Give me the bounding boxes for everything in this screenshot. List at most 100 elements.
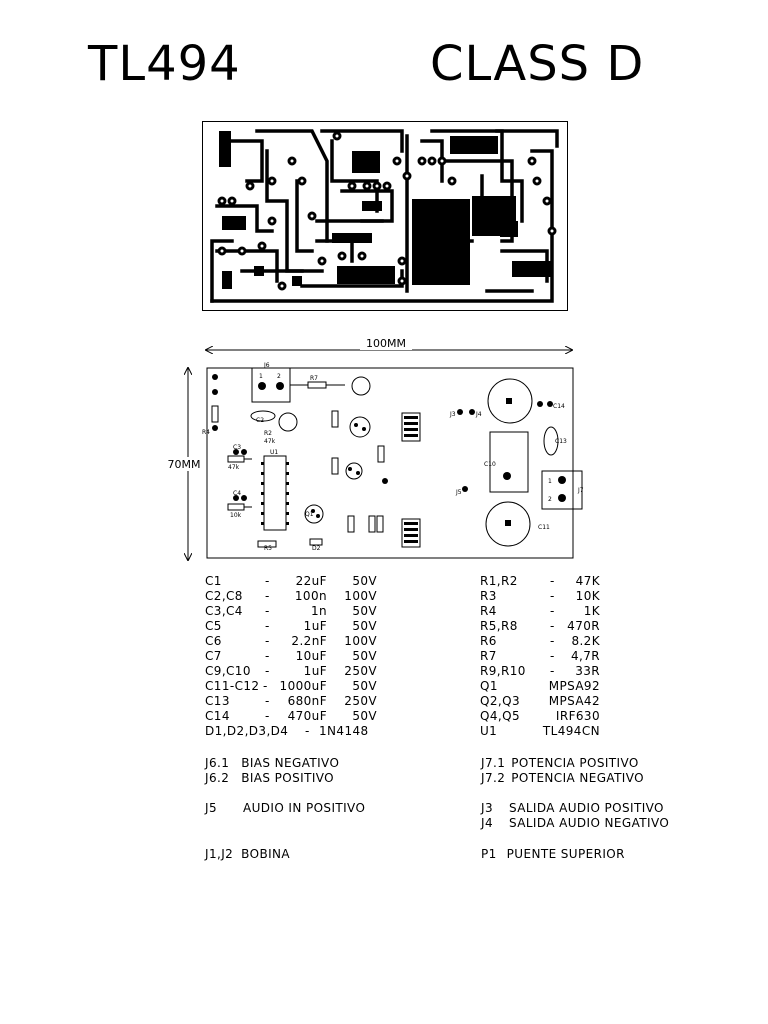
part-value: 1000uF — [279, 679, 327, 693]
silk-c3: C3 — [233, 444, 241, 451]
part-value: 470uF — [287, 709, 327, 723]
note-ref: J1,J2 — [205, 847, 234, 861]
part-value: 10uF — [295, 649, 327, 663]
title-tl494: TL494 — [88, 36, 241, 92]
width-dimension-label: 100MM — [366, 337, 406, 350]
silk-q1: Q1 — [305, 511, 314, 518]
note-j12: J1,J2 BOBINA — [205, 847, 290, 861]
part-value: MPSA42 — [548, 694, 600, 708]
silk-d2: D2 — [312, 545, 321, 552]
silk-j7-pin2: 2 — [548, 496, 552, 503]
note-ref: P1 — [481, 847, 497, 861]
part-ref: C2,C8 — [205, 589, 243, 603]
part-ref: R4 — [480, 604, 497, 618]
silk-j7-pin1: 1 — [548, 478, 552, 485]
part-value: 47K — [575, 574, 600, 588]
note-desc: POTENCIA POSITIVO — [511, 756, 639, 770]
part-value: 470R — [567, 619, 600, 633]
note-j61: J6.1 BIAS NEGATIVO — [205, 756, 339, 770]
note-desc: BIAS POSITIVO — [241, 771, 334, 785]
note-ref: J6.1 — [205, 756, 230, 770]
part-value: 10K — [575, 589, 600, 603]
note-j3: J3 SALIDA AUDIO POSITIVO — [481, 801, 664, 815]
part-dash: - — [550, 574, 555, 588]
part-ref: Q2,Q3 — [480, 694, 520, 708]
component-layout: 100MM 70MM — [164, 336, 584, 566]
part-value: 1uF — [303, 664, 327, 678]
silk-r5: R5 — [264, 545, 272, 552]
parts-row: C9,C10- 1uF 250V — [205, 664, 377, 679]
part-value: 4,7R — [570, 649, 600, 663]
height-dimension-label: 70MM — [168, 458, 201, 471]
silk-j6-pin2: 2 — [277, 373, 281, 380]
silk-j3: J3 — [449, 411, 456, 418]
part-ref: C13 — [205, 694, 230, 708]
silk-c14: C14 — [553, 403, 565, 410]
part-dash: - — [550, 649, 555, 663]
silk-c10: C10 — [484, 461, 496, 468]
silk-c11: C11 — [538, 524, 550, 531]
part-value: 1uF — [303, 619, 327, 633]
note-desc: BOBINA — [241, 847, 290, 861]
part-dash: - — [550, 619, 555, 633]
note-desc: SALIDA AUDIO POSITIVO — [508, 801, 664, 815]
part-dash: - — [265, 664, 270, 678]
note-j72: J7.2 POTENCIA NEGATIVO — [481, 771, 644, 785]
part-value: 680nF — [287, 694, 327, 708]
part-ref: R5,R8 — [480, 619, 518, 633]
part-value: IRF630 — [555, 709, 600, 723]
title-class-d: CLASS D — [430, 36, 645, 92]
part-dash: - — [265, 574, 270, 588]
part-dash: - — [265, 709, 270, 723]
part-ref: C14 — [205, 709, 230, 723]
part-value: TL494CN — [542, 724, 600, 738]
silk-u1: U1 — [270, 449, 278, 456]
parts-row: R4-1K — [480, 604, 600, 619]
silk-c4: C4 — [233, 490, 241, 497]
part-rating: 250V — [344, 694, 377, 708]
note-desc: POTENCIA NEGATIVO — [511, 771, 644, 785]
part-ref: C11-C12 — [205, 679, 260, 693]
part-dash: - — [265, 604, 270, 618]
part-rating: 50V — [352, 574, 377, 588]
part-ref: R3 — [480, 589, 497, 603]
note-desc: BIAS NEGATIVO — [241, 756, 340, 770]
part-rating: 250V — [344, 664, 377, 678]
note-ref: J5 — [205, 801, 217, 815]
part-ref: C9,C10 — [205, 664, 251, 678]
part-value: 1K — [583, 604, 600, 618]
pcb-copper-layout — [202, 121, 568, 311]
part-rating: 100V — [344, 634, 377, 648]
note-j62: J6.2 BIAS POSITIVO — [205, 771, 334, 785]
silk-c4-value: 10k — [230, 512, 242, 519]
part-value: 1n — [310, 604, 327, 618]
note-ref: J3 — [481, 801, 493, 815]
part-rating: 50V — [352, 709, 377, 723]
part-ref: R7 — [480, 649, 497, 663]
parts-row: R7 - 4,7R — [480, 649, 600, 664]
part-value: 8.2K — [571, 634, 600, 648]
part-ref: R9,R10 — [480, 664, 526, 678]
part-dash: - — [265, 589, 270, 603]
silk-c2: C2 — [256, 417, 264, 424]
part-value: 1N4148 — [319, 724, 369, 738]
part-value: 2.2nF — [291, 634, 327, 648]
parts-row: D1,D2,D3,D4-1N4148 — [205, 724, 377, 739]
part-ref: D1,D2,D3,D4 — [205, 724, 289, 738]
part-ref: C6 — [205, 634, 222, 648]
silk-r3-value: 47k — [228, 464, 240, 471]
part-rating: 100V — [344, 589, 377, 603]
part-ref: C7 — [205, 649, 222, 663]
silk-c13: C13 — [555, 438, 567, 445]
part-ref: C1 — [205, 574, 222, 588]
note-ref: J6.2 — [205, 771, 230, 785]
note-ref: J7.2 — [481, 771, 506, 785]
